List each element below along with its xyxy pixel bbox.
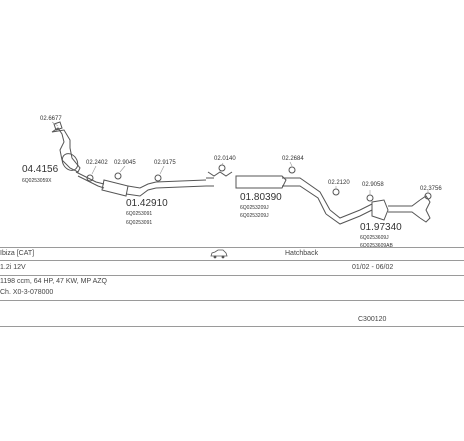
car-icon: [210, 249, 228, 259]
reference-number: C300120: [358, 316, 387, 323]
part-code: 6Q0253609AB: [360, 243, 393, 249]
vehicle-chassis: Ch. X0-3-078000: [0, 289, 54, 296]
exhaust-system-diagram: 02.6677 04.4156 6Q0253059X 02.2402 02.90…: [22, 116, 442, 249]
connecting-pipe-2: [125, 181, 157, 197]
connecting-pipe-1: [75, 171, 105, 189]
vehicle-info-table: Ibiza [CAT] Hatchback 1.2i 12V 01/02 - 0…: [0, 247, 464, 327]
vehicle-body: Hatchback: [285, 250, 319, 257]
clamp-2: [114, 172, 122, 180]
part-number: 01.42910: [126, 198, 168, 209]
connecting-pipe-3: [282, 177, 331, 215]
vehicle-engine: 1.2i 12V: [0, 264, 26, 271]
vehicle-model: Ibiza [CAT]: [0, 250, 35, 257]
tail-pipe: [419, 195, 431, 223]
part-code: 6Q0253609J: [360, 235, 389, 241]
vehicle-spec: 1198 ccm, 64 HP, 47 KW, MP AZQ: [0, 278, 107, 285]
part-label: 02.6677: [40, 116, 62, 122]
divider: [0, 247, 464, 248]
clamp-3: [154, 174, 162, 182]
clamp-4: [218, 164, 226, 172]
part-code: 6Q0253059X: [22, 178, 52, 184]
part-label: 02.0140: [214, 156, 236, 162]
part-label: 02.9058: [362, 182, 384, 188]
flange-top: [53, 121, 63, 131]
part-label: 02.3756: [420, 186, 442, 192]
clamp-7: [366, 194, 374, 202]
middle-pipe: [155, 179, 207, 189]
part-number: 01.97340: [360, 222, 402, 233]
part-code: 6Q0253209J: [240, 205, 269, 211]
part-label: 02.9175: [154, 160, 176, 166]
rear-silencer: [371, 199, 389, 221]
part-label: 02.9045: [114, 160, 136, 166]
bracket: [207, 171, 233, 177]
part-code: 6Q0253209J: [240, 213, 269, 219]
part-label: 02.2402: [86, 160, 108, 166]
centre-silencer-1: [101, 179, 129, 197]
vehicle-dates: 01/02 - 06/02: [352, 264, 394, 271]
part-number: 04.4156: [22, 164, 59, 175]
part-code: 6Q0253091: [126, 220, 152, 226]
part-number: 01.80390: [240, 192, 282, 203]
clamp-1: [86, 174, 94, 182]
part-code: 6Q0253091: [126, 211, 152, 217]
clamp-6: [332, 188, 340, 196]
part-label: 02.2684: [282, 156, 304, 162]
catalyst-body: [61, 153, 79, 171]
rear-pipe: [325, 203, 373, 225]
centre-silencer-2: [235, 175, 287, 189]
part-label: 02.2120: [328, 180, 350, 186]
clamp-5: [288, 166, 296, 174]
